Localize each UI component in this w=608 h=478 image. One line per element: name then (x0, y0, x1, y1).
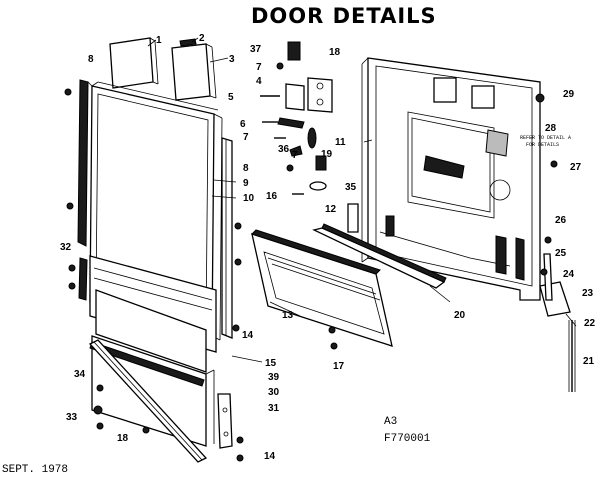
callout-10: 10 (243, 193, 255, 204)
part-end-bracket (217, 393, 233, 449)
callout-18-top: 18 (329, 47, 341, 58)
part-slide-rail (312, 223, 447, 289)
callout-14-lower: 14 (264, 451, 276, 462)
part-left-trim (77, 79, 93, 247)
diagram-title: DOOR DETAILS (251, 4, 437, 28)
callout-9: 9 (243, 178, 249, 189)
callout-labels: 1 2 3 4 5 6 7 7 7 8 8 9 10 11 12 13 14 1… (60, 33, 596, 462)
callout-6: 6 (240, 119, 246, 130)
callout-24: 24 (563, 269, 575, 280)
callout-37: 37 (250, 44, 262, 55)
callout-1: 1 (156, 35, 162, 46)
diagram-code-a3: A3 (384, 416, 397, 428)
callout-8-right: 8 (243, 163, 249, 174)
callout-15: 15 (265, 358, 277, 369)
callout-22: 22 (584, 318, 596, 329)
callout-7-latch: 7 (292, 150, 298, 161)
part-side-bracket (78, 257, 88, 301)
callout-4: 4 (256, 76, 262, 87)
callout-19: 19 (321, 149, 333, 160)
detail-note-line1: REFER TO DETAIL A (520, 135, 571, 141)
callout-18-bottom: 18 (117, 433, 129, 444)
callout-35: 35 (345, 182, 357, 193)
callout-26: 26 (555, 215, 567, 226)
part-latch (292, 155, 359, 233)
part-bottom-rail (88, 339, 208, 463)
part-right-trim (221, 137, 233, 339)
callout-7-mid: 7 (243, 132, 249, 143)
callout-31: 31 (268, 403, 280, 414)
callout-21: 21 (583, 356, 595, 367)
diagram-code-number: F770001 (384, 433, 431, 445)
callout-28: 28 (545, 123, 557, 134)
part-clip (179, 38, 197, 47)
callout-16: 16 (266, 191, 278, 202)
callout-27: 27 (570, 162, 582, 173)
callout-29: 29 (563, 89, 575, 100)
callout-25: 25 (555, 248, 567, 259)
callout-14-upper: 14 (242, 330, 254, 341)
callout-13: 13 (282, 310, 294, 321)
leader-lines (147, 37, 577, 363)
detail-note-line2: FOR DETAILS (526, 142, 559, 148)
callout-20: 20 (454, 310, 466, 321)
callout-34: 34 (74, 369, 86, 380)
callout-32: 32 (60, 242, 72, 253)
part-pad (171, 43, 217, 101)
part-spring-hinge (539, 253, 576, 392)
callout-2: 2 (199, 33, 205, 44)
callout-23: 23 (582, 288, 594, 299)
callout-17: 17 (333, 361, 345, 372)
part-insulation-pad (109, 37, 159, 89)
part-outer-door (361, 57, 541, 301)
callout-8-left: 8 (88, 54, 94, 65)
part-toe-panel (89, 289, 215, 447)
callout-33: 33 (66, 412, 78, 423)
part-hinge-assembly (260, 41, 333, 157)
diagram-date: SEPT. 1978 (2, 464, 68, 476)
callout-5: 5 (228, 92, 234, 103)
screws (64, 62, 558, 462)
callout-39: 39 (268, 372, 280, 383)
callout-7-top: 7 (256, 62, 262, 73)
part-control-panel (251, 229, 393, 347)
callout-36: 36 (278, 144, 290, 155)
callout-11: 11 (335, 137, 346, 148)
callout-30: 30 (268, 387, 280, 398)
callout-12: 12 (325, 204, 337, 215)
callout-3: 3 (229, 54, 235, 65)
